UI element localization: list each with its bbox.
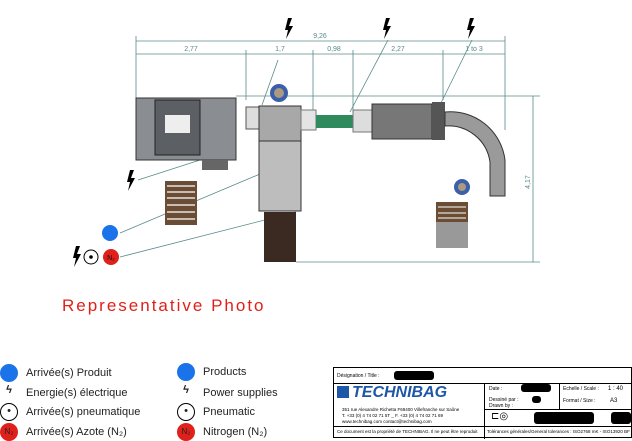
redacted [394, 371, 434, 380]
layout-drawing: 9,26 2,77 1,7 0,98 2,27 1 to 3 4,17 [73, 18, 540, 267]
title-block: Désignation / Title : TECHNIBAG 351 rue … [333, 367, 632, 439]
legend-en-product: Products [177, 363, 246, 381]
legend-fr-pneumatic: •Arrivée(s) pneumatique [0, 403, 140, 421]
conveyor [316, 115, 353, 128]
dim-height: 4,17 [525, 175, 532, 189]
technibag-logo: TECHNIBAG [352, 384, 448, 401]
nitrogen-icon: N₂ [177, 423, 195, 441]
pneumatic-icon: • [177, 403, 195, 421]
dim-5: 1 to 3 [465, 46, 483, 53]
address: 351 rue Alexandre Richetta F69400 Villef… [342, 407, 460, 412]
scale-value: 1 : 40 [608, 386, 624, 392]
pneumatic-icon: • [0, 403, 18, 421]
lightning-icon: ϟ [183, 384, 189, 396]
dim-3: 0,98 [327, 46, 341, 53]
date-label: Date : [489, 386, 503, 392]
scale-label: Echelle / Scale : [563, 386, 599, 392]
dimension-lines [119, 36, 540, 263]
product-marker [102, 225, 118, 241]
machine-center [245, 84, 317, 262]
pallet-left [165, 181, 197, 225]
dim-total: 9,26 [313, 33, 327, 40]
legend-en-pneumatic: •Pneumatic [177, 403, 255, 421]
representative-photo-label: Representative Photo [62, 296, 266, 315]
nitrogen-marker: N₂ [103, 249, 119, 265]
lightning-icon: ϟ [6, 384, 12, 396]
product-icon [0, 364, 18, 382]
nitrogen-icon: N₂ [0, 423, 18, 441]
projection-icon: ⊏◎ [491, 411, 509, 422]
power-supply-icons [73, 18, 475, 267]
dim-2: 1,7 [275, 46, 285, 53]
format-value: A3 [610, 398, 618, 404]
pneumatic-marker [83, 249, 99, 265]
svg-text:N₂: N₂ [107, 255, 115, 262]
machine-left [135, 97, 237, 170]
legend-fr-product: Arrivée(s) Produit [0, 364, 112, 382]
product-icon [177, 363, 195, 381]
dim-4: 2,27 [391, 46, 405, 53]
notice: Ce document est la propriété de TECHNIBA… [337, 429, 478, 434]
web: www.technibag.com contact@technibag.com [342, 419, 432, 424]
designation-label: Désignation / Title : [337, 373, 380, 379]
drawn-label: Dessiné par : Drawn by : [489, 397, 519, 409]
machine-right [352, 102, 506, 197]
tolerances: Tolérances générales/General tolerances … [487, 429, 630, 434]
phone: T. +33 (0) 4 74 02 71 5T _ F. +33 (0) 4 … [342, 413, 443, 418]
format-label: Format / Size : [563, 398, 596, 404]
dim-1: 2,77 [184, 46, 198, 53]
pallet-right [436, 202, 468, 248]
